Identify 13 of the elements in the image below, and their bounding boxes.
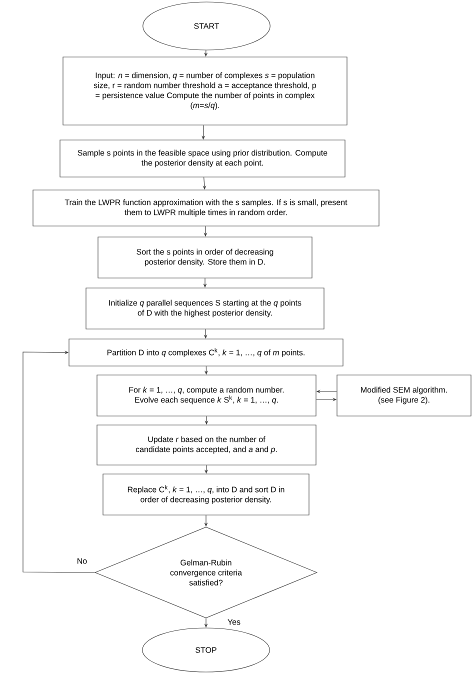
process-box: Modified SEM algorithm. (see Figure 2).	[336, 374, 472, 416]
edge-label: Yes	[226, 618, 242, 626]
process-box: Sample s points in the feasible space using prior distribution. Compute the posterior density at each point.	[60, 140, 346, 178]
process-box: Train the LWPR function approximation with the s samples. If s is small, present them to LWPR multiple times in random order.	[32, 190, 380, 226]
edge-label: No	[76, 557, 88, 565]
process-box: Initialize q parallel sequences S starting at the q points of D with the highest posterior density.	[86, 288, 324, 330]
process-box: Partition D into q complexes C$^{k}$, k = 1, …, q of m points.	[68, 338, 344, 366]
process-box: Input: n = dimension, q = number of complexes s = population size, r = random number threshold a = acceptance threshold, p = persistence value Compute the number of points in complex (m=s/q).	[62, 56, 348, 126]
process-box: Replace C$^{k}$, k = 1, …, q, into D and sort D in order of decreasing posterior density.	[102, 474, 310, 516]
process-box: Update r based on the number of candidate points accepted, and a and p.	[96, 424, 316, 466]
arrow	[22, 350, 95, 573]
process-box: Sort the s points in order of decreasing posterior density. Store them in D.	[98, 236, 312, 278]
process-box: For k = 1, …, q, compute a random number. Evolve each sequence k S$^{k}$, k = 1, …, q.	[96, 374, 316, 416]
